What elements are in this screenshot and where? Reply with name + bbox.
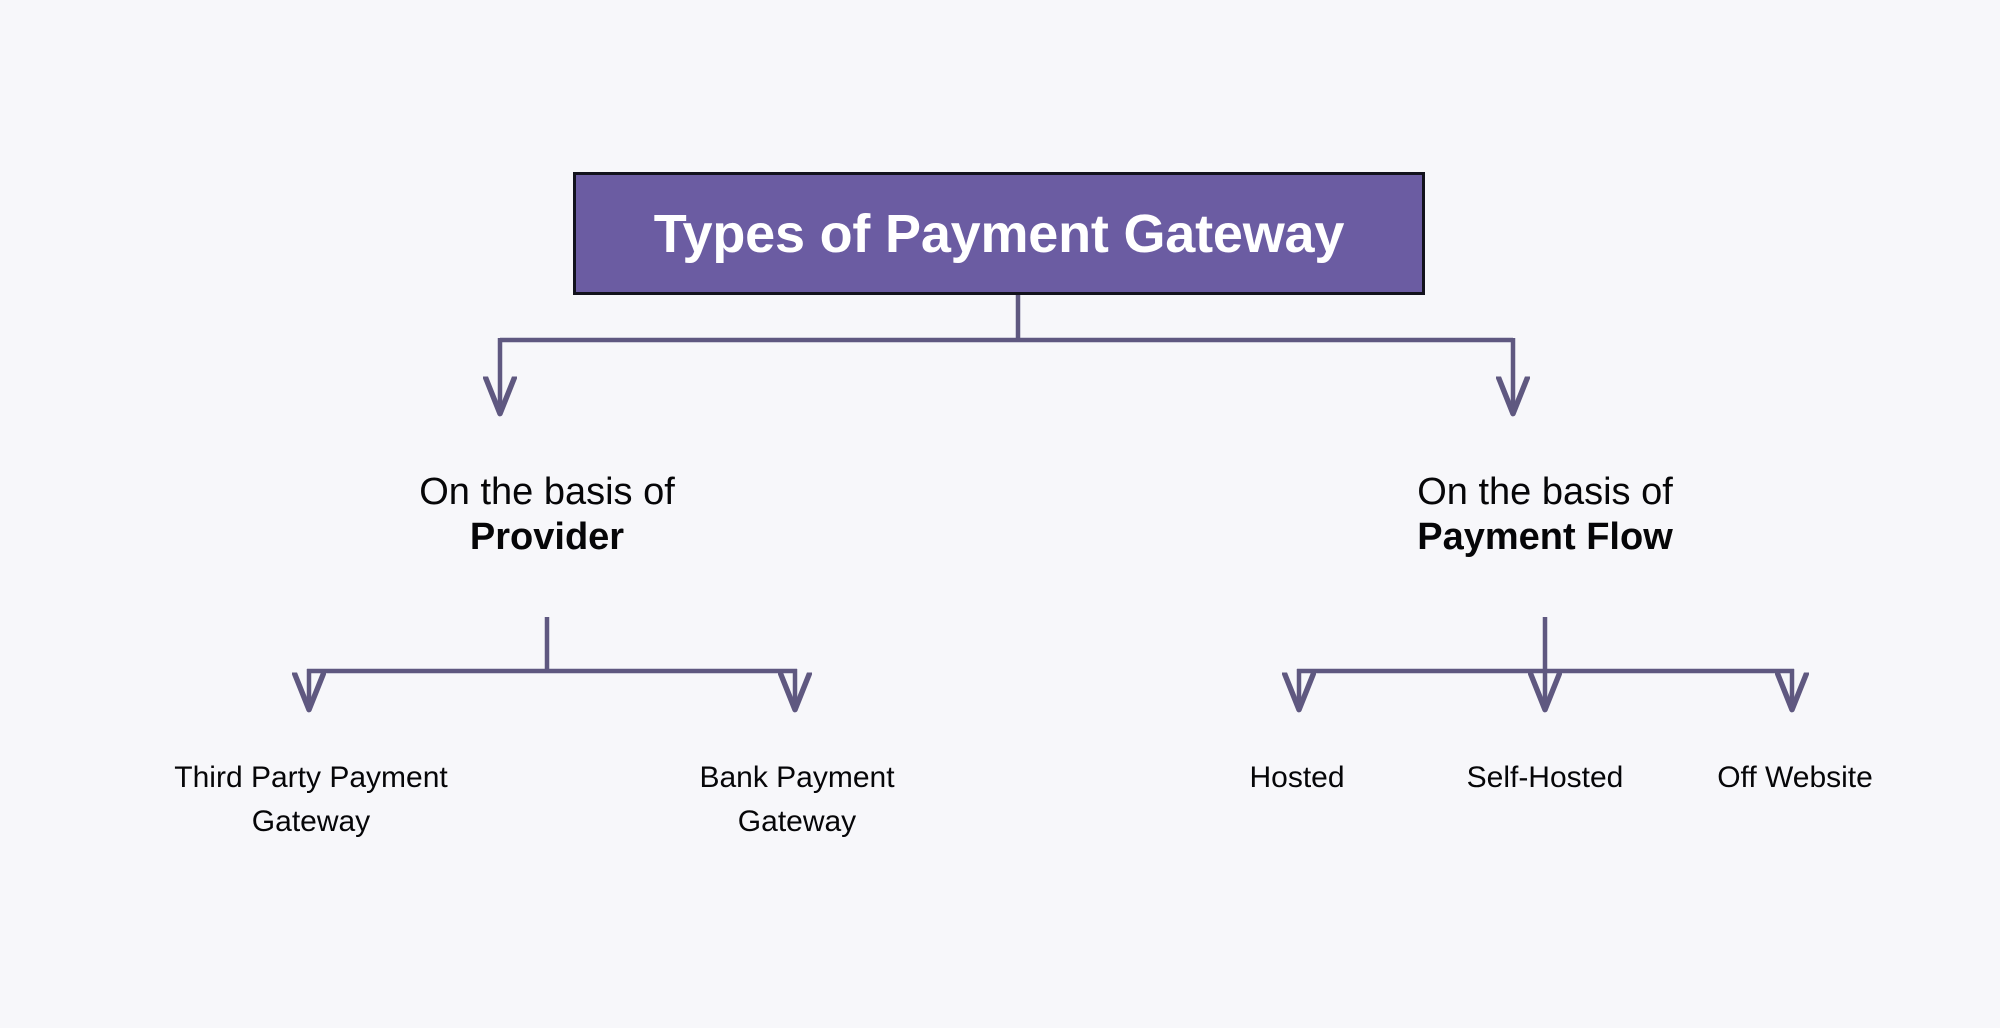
leaf-bank-line-1: Bank Payment xyxy=(699,761,895,794)
root-node[interactable]: Types of Payment Gateway xyxy=(573,172,1425,295)
leaf-node-off-website[interactable]: Off Website xyxy=(1675,756,1915,800)
branch-provider-key: Provider xyxy=(469,515,625,558)
root-node-label: Types of Payment Gateway xyxy=(653,203,1345,264)
branch-node-payment-flow[interactable]: On the basis of Payment Flow xyxy=(1345,470,1745,560)
leaf-bank-line-2: Gateway xyxy=(737,804,857,838)
branch-provider-lead: On the basis of xyxy=(419,471,675,513)
branch-node-provider[interactable]: On the basis of Provider xyxy=(347,470,747,560)
leaf-self-hosted-label: Self-Hosted xyxy=(1466,761,1624,794)
leaf-third-party-line-2: Gateway xyxy=(251,804,371,838)
leaf-node-bank-payment-gateway[interactable]: Bank Payment Gateway xyxy=(657,756,937,843)
branch-payment-flow-key: Payment Flow xyxy=(1417,515,1673,558)
leaf-node-third-party-payment-gateway[interactable]: Third Party Payment Gateway xyxy=(171,756,451,843)
leaf-third-party-line-1: Third Party Payment xyxy=(174,761,448,794)
branch-payment-flow-lead: On the basis of xyxy=(1417,471,1673,513)
leaf-off-website-label: Off Website xyxy=(1717,761,1873,794)
leaf-hosted-label: Hosted xyxy=(1249,761,1345,794)
leaf-node-self-hosted[interactable]: Self-Hosted xyxy=(1425,756,1665,800)
leaf-node-hosted[interactable]: Hosted xyxy=(1177,756,1417,800)
